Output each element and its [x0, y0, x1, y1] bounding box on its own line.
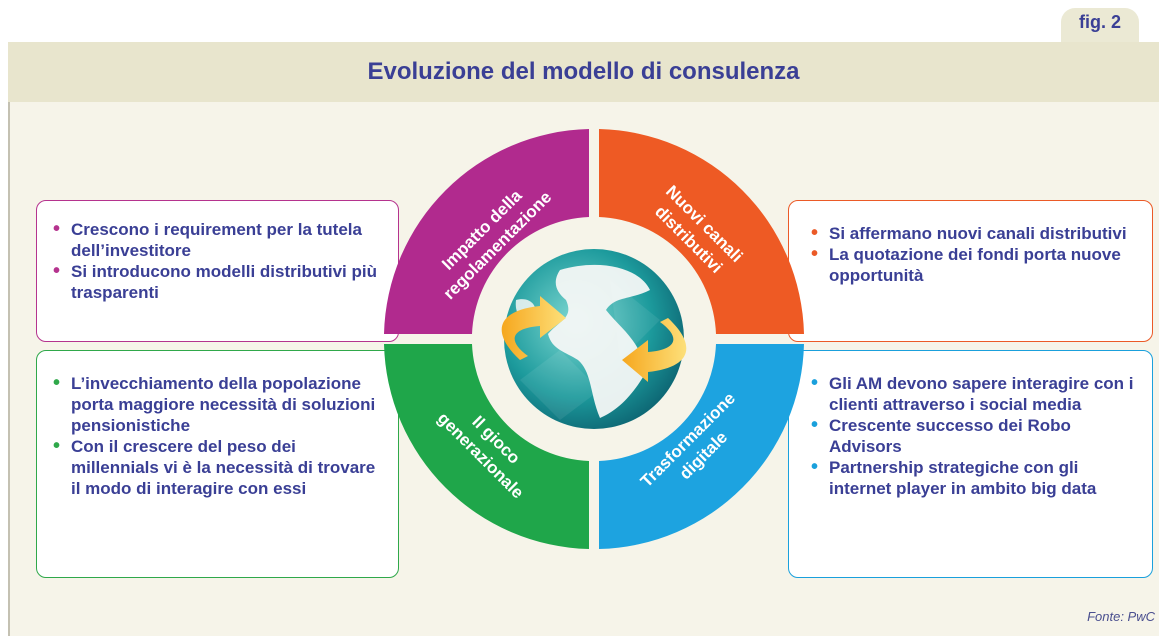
globe-icon: [504, 249, 684, 429]
list-item: Con il crescere del peso dei millennials…: [53, 436, 384, 499]
box-regulation: Crescono i requirement per la tutela del…: [36, 200, 399, 342]
box-generational: L’invecchiamento della popolazione porta…: [36, 350, 399, 578]
box-digital-transformation: Gli AM devono sapere interagire con i cl…: [788, 350, 1153, 578]
quadrant-distribution: [599, 129, 804, 334]
list-item: La quotazione dei fondi porta nuove oppo…: [811, 244, 1138, 286]
list-item: Partnership strategiche con gli internet…: [811, 457, 1138, 499]
list-item: Crescono i requirement per la tutela del…: [53, 219, 384, 261]
list-item: L’invecchiamento della popolazione porta…: [53, 373, 384, 436]
title-bar: Evoluzione del modello di consulenza: [8, 42, 1159, 102]
list-item: Si introducono modelli distributivi più …: [53, 261, 384, 303]
figure-label: fig. 2: [1061, 8, 1139, 42]
list-item: Gli AM devono sapere interagire con i cl…: [811, 373, 1138, 415]
quadrant-digital: [599, 344, 804, 549]
list-item: Si affermano nuovi canali distributivi: [811, 223, 1138, 244]
exchange-arrows-icon: [501, 296, 687, 382]
diagram-title: Evoluzione del modello di consulenza: [367, 58, 800, 85]
box-distribution-channels: Si affermano nuovi canali distributivi L…: [788, 200, 1153, 342]
quadrant-regulation: [384, 129, 589, 334]
list-item: Crescente successo dei Robo Advisors: [811, 415, 1138, 457]
source-note: Fonte: PwC: [1087, 609, 1155, 624]
quadrant-generational: [384, 344, 589, 549]
